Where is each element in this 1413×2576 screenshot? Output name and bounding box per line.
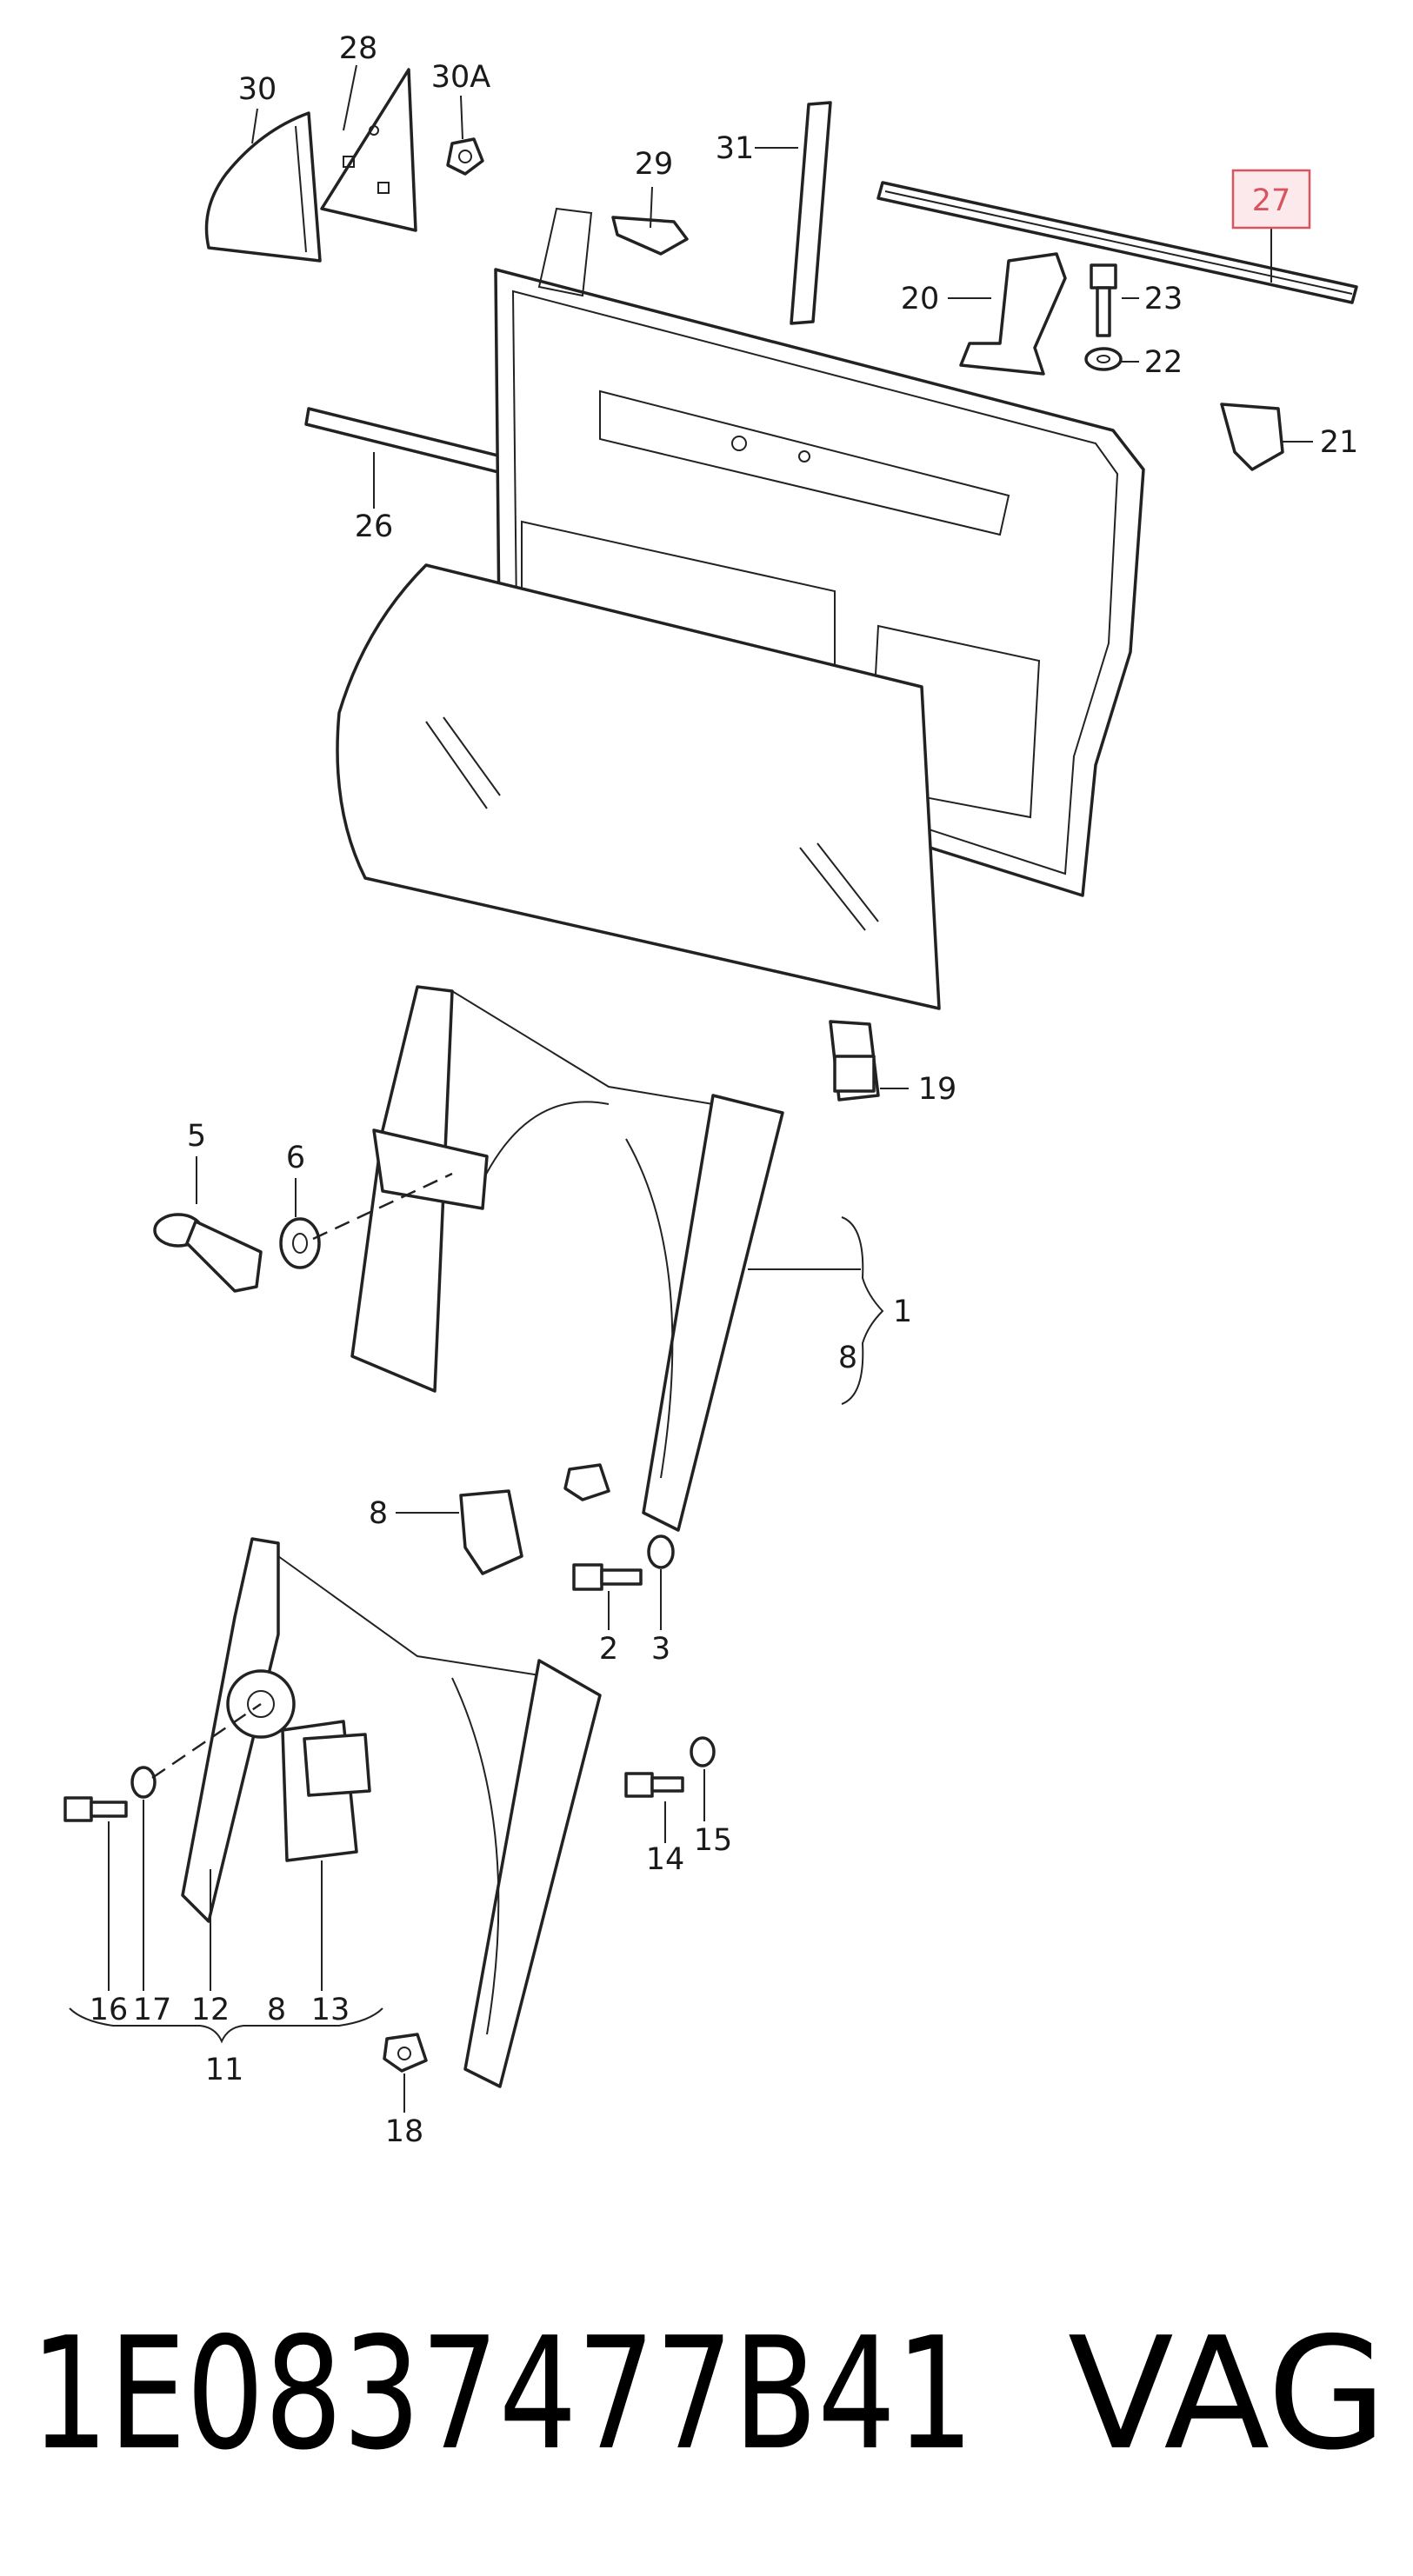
part-20-bracket bbox=[959, 252, 1067, 376]
callout-29: 29 bbox=[635, 147, 674, 182]
callout-17: 17 bbox=[133, 1993, 172, 2027]
callout-14: 14 bbox=[646, 1842, 685, 1877]
part-15-washer bbox=[690, 1736, 716, 1767]
callout-23: 23 bbox=[1144, 282, 1183, 316]
callout-8-group11: 8 bbox=[267, 1993, 286, 2027]
callout-21: 21 bbox=[1320, 425, 1359, 460]
callout-30: 30 bbox=[238, 72, 277, 107]
callout-12: 12 bbox=[191, 1993, 230, 2027]
part-2-bolt bbox=[572, 1563, 643, 1591]
part-21-clip bbox=[1220, 403, 1284, 471]
callout-1: 1 bbox=[893, 1295, 912, 1329]
footer: 1E0837477B41 VAG bbox=[30, 2304, 1387, 2484]
part-nut-middle bbox=[563, 1463, 610, 1501]
axis-line-motor bbox=[151, 1702, 262, 1780]
part-8-cable-guide bbox=[459, 1489, 523, 1575]
callout-30a: 30A bbox=[431, 60, 491, 95]
callout-3: 3 bbox=[651, 1632, 670, 1667]
callout-28: 28 bbox=[339, 31, 378, 66]
part-22-washer bbox=[1084, 347, 1123, 371]
callout-8-group1: 8 bbox=[838, 1341, 857, 1375]
callout-16: 16 bbox=[90, 1993, 129, 2027]
axis-line-crank bbox=[312, 1172, 453, 1241]
callout-11: 11 bbox=[205, 2053, 244, 2087]
part-14-bolt bbox=[624, 1772, 684, 1798]
part-5-crank-handle bbox=[153, 1213, 263, 1293]
part-30-corner-cover bbox=[204, 111, 322, 263]
part-17-washer bbox=[130, 1766, 157, 1799]
regulator-manual bbox=[350, 985, 784, 1532]
part-27-window-seal bbox=[876, 181, 1358, 304]
part-23-bolt bbox=[1090, 263, 1117, 337]
regulator-electric bbox=[181, 1537, 602, 2088]
part-30a-nut bbox=[446, 137, 484, 176]
part-28-mirror-plate bbox=[320, 68, 417, 232]
callout-13: 13 bbox=[311, 1993, 350, 2027]
leader-lines bbox=[69, 64, 1313, 2113]
part-number: 1E0837477B41 bbox=[30, 2304, 974, 2484]
callout-26: 26 bbox=[355, 509, 394, 544]
part-3-washer bbox=[647, 1534, 675, 1569]
callout-27: 27 bbox=[1252, 183, 1291, 218]
callout-20: 20 bbox=[901, 282, 940, 316]
part-31-guide-strip bbox=[790, 101, 832, 325]
callout-2: 2 bbox=[599, 1632, 618, 1667]
callout-22: 22 bbox=[1144, 345, 1183, 380]
brand-label: VAG bbox=[1068, 2304, 1387, 2484]
part-29-clip bbox=[611, 216, 689, 256]
callout-15: 15 bbox=[694, 1823, 733, 1858]
callout-31: 31 bbox=[716, 131, 755, 166]
callout-6: 6 bbox=[286, 1141, 305, 1175]
callout-27-highlight-box bbox=[1231, 169, 1311, 230]
part-16-bolt bbox=[63, 1796, 128, 1822]
part-6-escutcheon bbox=[279, 1217, 321, 1269]
window-glass bbox=[336, 563, 941, 1010]
callout-18: 18 bbox=[385, 2114, 424, 2149]
callout-labels: 30 28 30A 29 31 27 20 23 22 21 26 19 5 6… bbox=[90, 31, 1359, 2149]
callout-8: 8 bbox=[369, 1496, 388, 1531]
callout-19: 19 bbox=[918, 1072, 957, 1107]
part-18-nut bbox=[383, 2033, 428, 2073]
callout-5: 5 bbox=[187, 1119, 206, 1154]
part-19-glass-clamp bbox=[829, 1020, 880, 1102]
